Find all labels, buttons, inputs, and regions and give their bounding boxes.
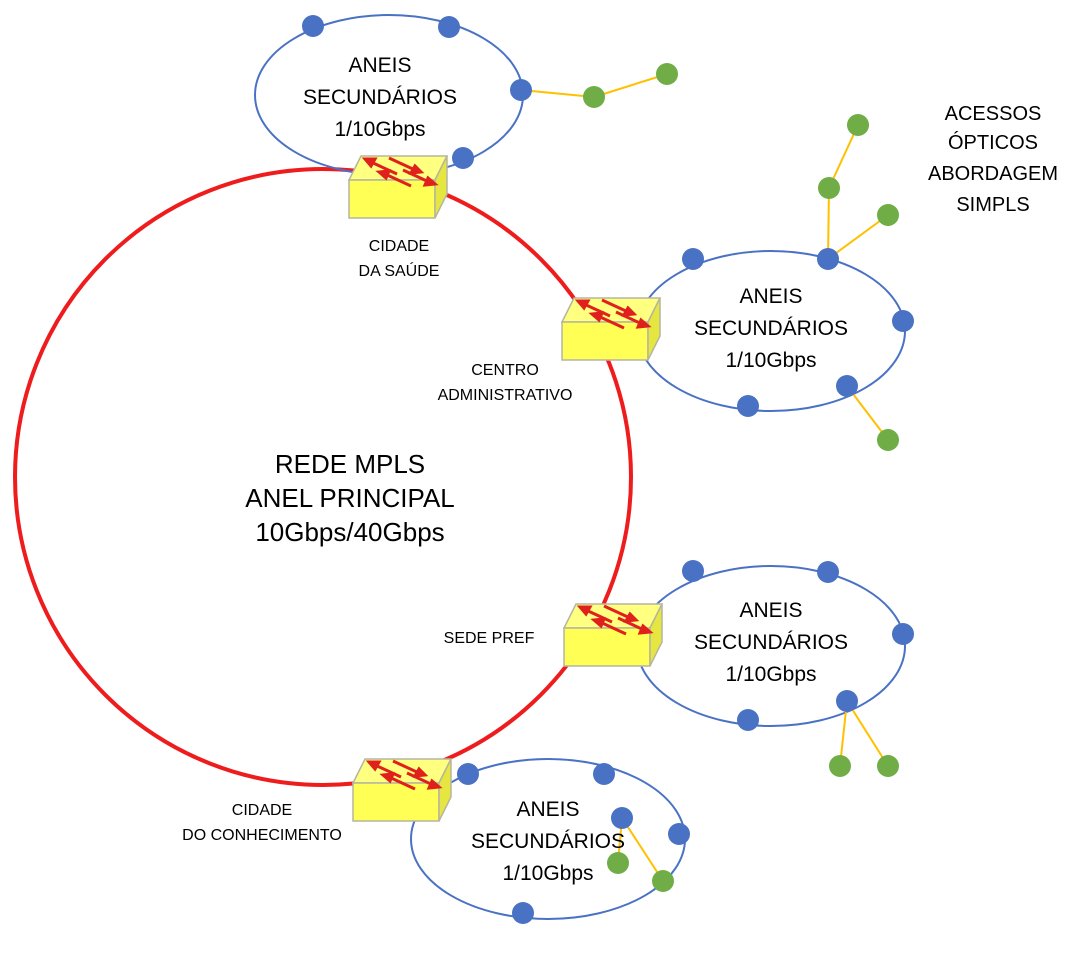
- ring-label: SECUNDÁRIOS: [471, 830, 625, 853]
- ring-node: [737, 709, 759, 731]
- ring-label: 1/10Gbps: [725, 663, 816, 686]
- site-label-cidade-saude: CIDADE: [369, 238, 429, 255]
- switch-icon: [562, 602, 664, 668]
- ring-label: SECUNDÁRIOS: [694, 317, 848, 340]
- site-label-sede-pref: SEDE PREF: [444, 630, 535, 647]
- switch-icon: [347, 154, 449, 220]
- access-node: [818, 177, 840, 199]
- ring-node: [510, 79, 532, 101]
- access-node: [847, 114, 869, 136]
- access-label: ÓPTICOS: [948, 131, 1038, 154]
- ring-node: [737, 395, 759, 417]
- access-node: [877, 755, 899, 777]
- switch-icon: [351, 757, 453, 823]
- site-label-cidade-saude: DA SAÚDE: [359, 261, 440, 280]
- access-node: [829, 755, 851, 777]
- site-label-centro-adm: ADMINISTRATIVO: [438, 387, 573, 404]
- access-label: ACESSOS: [945, 103, 1042, 125]
- ring-label: 1/10Gbps: [502, 862, 593, 885]
- access-nodes: [583, 63, 899, 892]
- ring-label: ANEIS: [739, 599, 802, 622]
- main-ring-label-3: 10Gbps/40Gbps: [255, 517, 444, 547]
- ring-node: [457, 763, 479, 785]
- ring-node: [512, 902, 534, 924]
- main-ring: [13, 167, 633, 787]
- site-label-cidade-conhecimento: CIDADE: [232, 802, 292, 819]
- access-node: [607, 852, 629, 874]
- ring-node: [668, 823, 690, 845]
- ring-node: [892, 623, 914, 645]
- ring-node: [817, 248, 839, 270]
- ring-node: [682, 248, 704, 270]
- main-ring-label-2: ANEL PRINCIPAL: [245, 483, 455, 513]
- ring-label: 1/10Gbps: [725, 349, 816, 372]
- ring-node: [682, 560, 704, 582]
- switch-icon: [560, 296, 662, 362]
- access-label: SIMPLS: [956, 194, 1029, 216]
- access-node: [656, 63, 678, 85]
- ring-label: SECUNDÁRIOS: [694, 631, 848, 654]
- access-node: [877, 429, 899, 451]
- access-node: [877, 204, 899, 226]
- ring-node: [611, 807, 633, 829]
- access-node: [583, 86, 605, 108]
- ring-node: [593, 763, 615, 785]
- ring-label: ANEIS: [348, 54, 411, 77]
- site-label-centro-adm: CENTRO: [471, 362, 539, 379]
- ring-nodes: [302, 15, 914, 924]
- ring-label: ANEIS: [516, 798, 579, 821]
- ring-node: [452, 147, 474, 169]
- ring-label: SECUNDÁRIOS: [303, 86, 457, 109]
- ring-node: [892, 310, 914, 332]
- ring-label: 1/10Gbps: [334, 118, 425, 141]
- ring-node: [438, 16, 460, 38]
- ring-node: [836, 690, 858, 712]
- access-label: ABORDAGEM: [928, 163, 1058, 185]
- site-label-cidade-conhecimento: DO CONHECIMENTO: [182, 827, 342, 844]
- ring-node: [302, 15, 324, 37]
- ring-label: ANEIS: [739, 285, 802, 308]
- main-ring-label-1: REDE MPLS: [275, 449, 425, 479]
- ring-node: [817, 561, 839, 583]
- access-node: [652, 870, 674, 892]
- ring-node: [836, 375, 858, 397]
